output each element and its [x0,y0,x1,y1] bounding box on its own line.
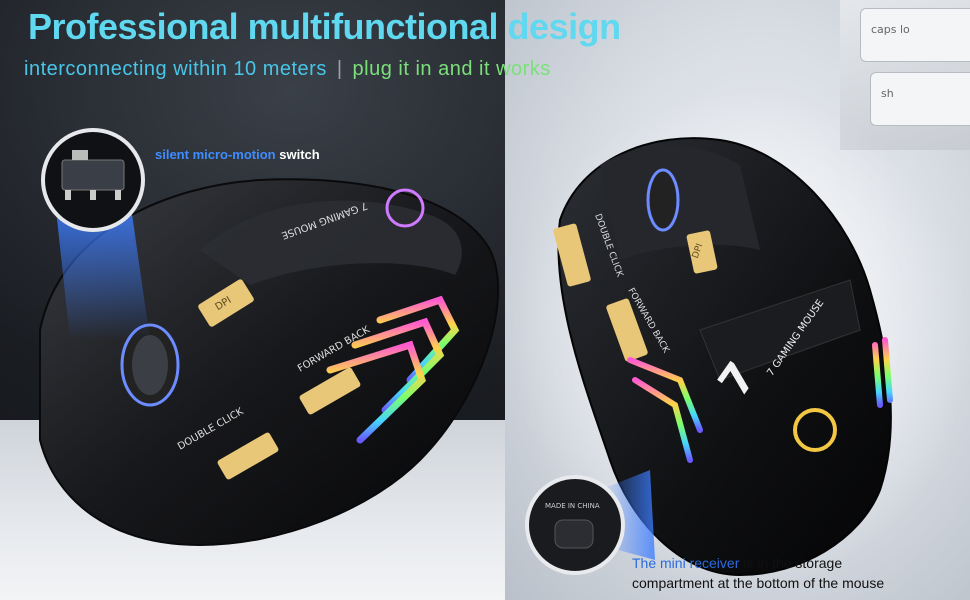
headline-subtitle: interconnecting within 10 meters | plug it… [24,58,551,81]
receiver-slot [554,519,594,549]
subtitle-range: interconnecting within 10 meters [24,58,327,80]
receiver-callout-highlight: The mini receiver [632,555,740,571]
headline-title: Professional multifunctional design [28,6,621,47]
switch-plunger [72,150,88,160]
right-rgb-strip-1 [627,357,703,433]
side-button-forward [299,367,361,415]
micro-switch [61,159,125,191]
right-mouse: DPI 7 7 GAMING MOUSE DOUBLE CLICK FORWAR… [553,137,893,577]
key-label: caps lo [871,23,910,36]
rgb-strip-1 [376,295,460,384]
callout-beam [55,200,150,340]
right-dpi-button [686,230,718,274]
rgb-strip-2 [351,317,445,414]
right-rgb-strip-2 [632,377,693,463]
switch-pin [65,190,71,200]
keyboard: caps lo sh [840,0,970,150]
switch-callout-rest: switch [275,147,320,162]
switch-pin [90,190,96,200]
subtitle-separator: | [336,58,343,80]
receiver-callout-graphic: MADE IN CHINA [525,470,655,575]
right-logo-panel [699,279,861,381]
switch-callout-graphic [41,128,150,340]
left-mouse-shell [39,178,500,547]
left-mouse-top-plate [200,200,462,285]
receiver-callout-text: The mini receiver is in the storage comp… [632,553,884,593]
receiver-callout-line2: compartment at the bottom of the mouse [632,575,885,591]
right-mouse-top [600,146,760,260]
right-rgb-strip-3 [872,337,893,408]
left-mouse: DPI 7 GAMING MOUSE DOUBLE CLICK FORWARD … [39,178,500,547]
switch-pin [115,190,121,200]
keyboard-key-caps: caps lo [860,8,970,62]
right-side-button-2 [606,298,648,362]
subtitle-plug-and-play: plug it in and it works [352,58,551,80]
key-label: sh [881,87,894,100]
right-side-button-1 [553,223,591,287]
right-dpi-label: DPI [691,242,706,260]
scroll-wheel-rubber [132,335,168,395]
right-brand-logo [793,408,837,452]
right-scroll-wheel [646,168,680,232]
brand-logo [385,188,425,228]
switch-callout-highlight: silent micro-motion [155,147,276,162]
keyboard-key-shift: sh [870,72,970,126]
receiver-callout-rest: is in the storage [739,555,843,571]
dpi-button [198,279,254,327]
made-in-label: MADE IN CHINA [545,502,600,510]
side-button-double [217,432,279,480]
rgb-strip-3 [326,340,427,444]
switch-callout-text: silent micro-motion switch [155,147,320,162]
